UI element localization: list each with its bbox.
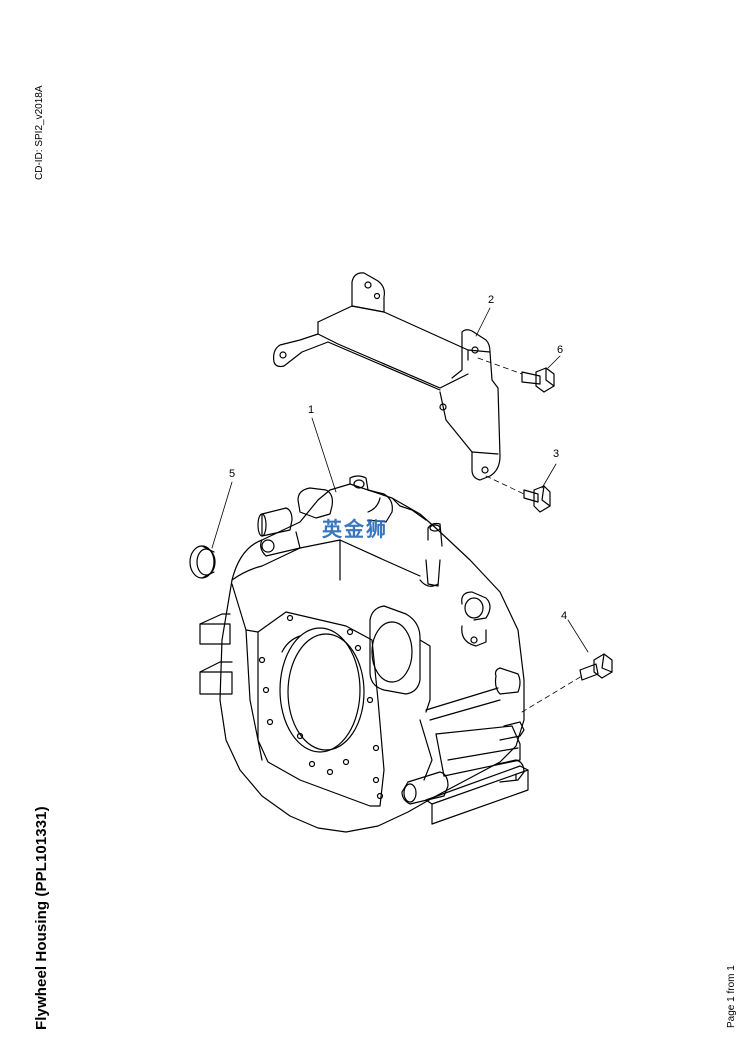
callout-5: 5 [229,468,235,480]
callout-1: 1 [308,404,314,416]
plug-5 [189,545,216,579]
bolt-6 [477,357,555,393]
callout-6: 6 [557,344,563,356]
callout-leaders [211,307,589,653]
bolt-3 [485,475,551,513]
flywheel-housing-part [199,475,529,833]
callout-4: 4 [561,610,567,622]
bracket-part [273,272,501,481]
callout-2: 2 [488,294,494,306]
watermark: 英金狮 [322,517,388,541]
callout-3: 3 [553,448,559,460]
bolt-4 [521,653,613,713]
